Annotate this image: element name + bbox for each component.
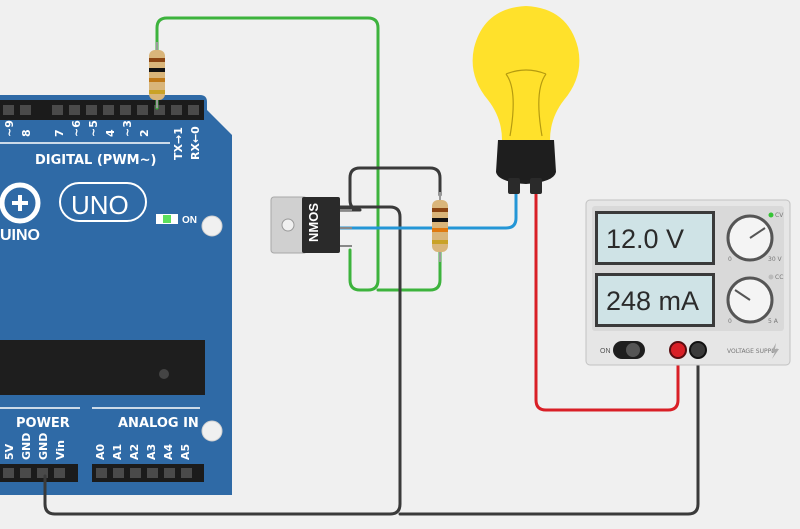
uno-label: UNO: [71, 190, 129, 220]
nmos-transistor[interactable]: NMOS: [270, 196, 352, 254]
power-label: POWER: [16, 416, 70, 431]
analog-pin-a5: A5: [179, 444, 192, 460]
voltage-readout: 12.0 V: [606, 224, 684, 254]
resistor-gate-top[interactable]: [149, 42, 165, 108]
arduino-board[interactable]: ~9 8 7 ~6 ~5 4 ~3 2 TX→1 RX←0 DIGITAL (P…: [0, 95, 232, 495]
power-pin-gnd-2: GND: [37, 433, 50, 460]
pin-label-tx: TX→1: [172, 127, 185, 160]
wire-blue-drain[interactable]: [338, 188, 518, 230]
cc-label: CC: [775, 274, 783, 281]
pin-label-3: ~3: [121, 120, 134, 137]
power-supply[interactable]: 12.0 V 248 mA CV CC 0 30 V 0 5 A ON VOLT…: [585, 199, 791, 366]
power-pin-5v: 5V: [3, 443, 16, 460]
analog-pin-a3: A3: [145, 444, 158, 460]
arduino-logo-icon: [0, 182, 41, 224]
light-bulb[interactable]: [472, 6, 580, 194]
voltage-knob-min: 0: [728, 256, 732, 263]
digital-label: DIGITAL (PWM~): [35, 153, 156, 168]
pin-label-5: ~5: [87, 120, 100, 137]
analog-pin-a2: A2: [128, 444, 141, 460]
on-led-label: ON: [182, 215, 197, 226]
wire-black-ground[interactable]: [43, 205, 402, 516]
negative-terminal[interactable]: [689, 341, 707, 359]
cv-label: CV: [775, 212, 784, 219]
lightning-icon: [771, 343, 779, 359]
power-on-label: ON: [600, 348, 611, 355]
brand-label: UINO: [0, 227, 40, 244]
digital-header: [0, 100, 204, 120]
analog-pin-a0: A0: [94, 443, 107, 460]
current-knob-min: 0: [728, 318, 732, 325]
positive-terminal[interactable]: [669, 341, 687, 359]
pin-label-2: 2: [138, 129, 151, 137]
wire-black-supply[interactable]: [398, 348, 700, 516]
microcontroller-chip: [0, 340, 205, 395]
analog-pin-a1: A1: [111, 444, 124, 460]
wire-green-loop[interactable]: [348, 176, 442, 292]
voltage-knob-max: 30 V: [768, 256, 783, 263]
power-led: [163, 215, 171, 223]
current-readout: 248 mA: [606, 286, 699, 316]
power-pin-vin: Vin: [54, 440, 67, 460]
wire-green-signal[interactable]: [155, 16, 380, 180]
pin-label-6: ~6: [70, 120, 83, 137]
pin-label-4: 4: [104, 129, 117, 137]
pin-label-9: ~9: [3, 120, 16, 137]
analog-label: ANALOG IN: [118, 416, 199, 431]
power-pin-gnd-1: GND: [20, 433, 33, 460]
mosfet-label: NMOS: [306, 203, 321, 242]
wire-black-gate[interactable]: [338, 166, 442, 212]
pin-label-7: 7: [53, 129, 66, 137]
analog-pin-a4: A4: [162, 443, 175, 460]
supply-badge: VOLTAGE SUPPLY: [727, 348, 778, 355]
wire-red-positive[interactable]: [534, 188, 680, 412]
current-knob-max: 5 A: [768, 318, 779, 325]
pin-label-8: 8: [20, 129, 33, 137]
pin-label-rx: RX←0: [189, 126, 202, 160]
resistor-pulldown[interactable]: [432, 192, 448, 262]
